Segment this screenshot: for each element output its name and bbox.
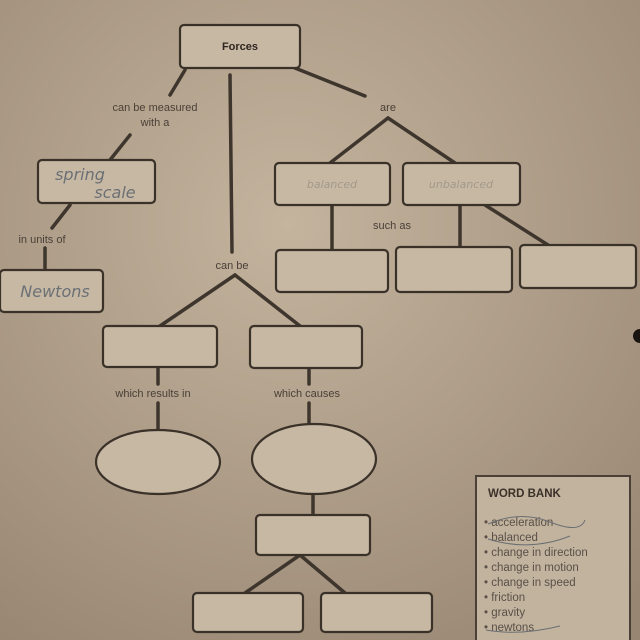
result-ellipse[interactable] xyxy=(94,428,222,496)
balanced-box[interactable] xyxy=(273,161,392,207)
link-which-causes: which causes xyxy=(273,388,341,400)
effect-box[interactable] xyxy=(254,513,372,557)
forces-title: Forces xyxy=(222,41,258,53)
unbalanced-box[interactable] xyxy=(401,161,522,207)
example-box-1[interactable] xyxy=(274,248,390,294)
word-bank-item: • change in motion xyxy=(484,562,579,574)
word-bank-item: • change in speed xyxy=(484,577,576,589)
forces-box xyxy=(178,23,302,70)
can-be-box-left[interactable] xyxy=(101,324,219,369)
pencil-strikethrough-marks xyxy=(485,515,586,633)
binder-hole xyxy=(633,329,640,343)
word-bank-box xyxy=(475,475,631,640)
connector-lines xyxy=(43,66,550,595)
link-are: are xyxy=(380,102,396,114)
link-measured: can be measured xyxy=(113,102,198,114)
word-bank: WORD BANK • acceleration • balanced • ch… xyxy=(475,475,631,640)
word-bank-item: • friction xyxy=(484,592,525,604)
cause-ellipse[interactable] xyxy=(250,422,378,496)
word-bank-item: • balanced xyxy=(484,532,538,544)
link-can-be: can be xyxy=(215,260,248,272)
handwritten-unbalanced: unbalanced xyxy=(429,178,494,191)
effect-box-right[interactable] xyxy=(319,591,434,634)
handwritten-balanced: balanced xyxy=(307,178,358,191)
word-bank-item: • gravity xyxy=(484,607,525,619)
word-bank-list: • acceleration • balanced • change in di… xyxy=(484,517,588,634)
word-bank-item: • change in direction xyxy=(484,547,588,559)
example-box-2[interactable] xyxy=(394,245,514,294)
handwritten-newtons: Newtons xyxy=(20,282,89,301)
link-such-as: such as xyxy=(373,220,411,232)
handwritten-spring: spring xyxy=(55,165,105,184)
word-bank-item: • acceleration xyxy=(484,517,553,529)
newtons-box[interactable] xyxy=(0,268,105,314)
link-with-a: with a xyxy=(140,117,171,129)
example-box-3[interactable] xyxy=(518,243,638,290)
effect-box-left[interactable] xyxy=(191,591,305,634)
link-which-results-in: which results in xyxy=(114,388,190,400)
word-bank-title: WORD BANK xyxy=(488,488,562,500)
handwritten-scale: scale xyxy=(94,183,135,202)
spring-scale-box[interactable] xyxy=(36,158,157,205)
link-in-units-of: in units of xyxy=(18,234,66,246)
can-be-box-right[interactable] xyxy=(248,324,364,370)
